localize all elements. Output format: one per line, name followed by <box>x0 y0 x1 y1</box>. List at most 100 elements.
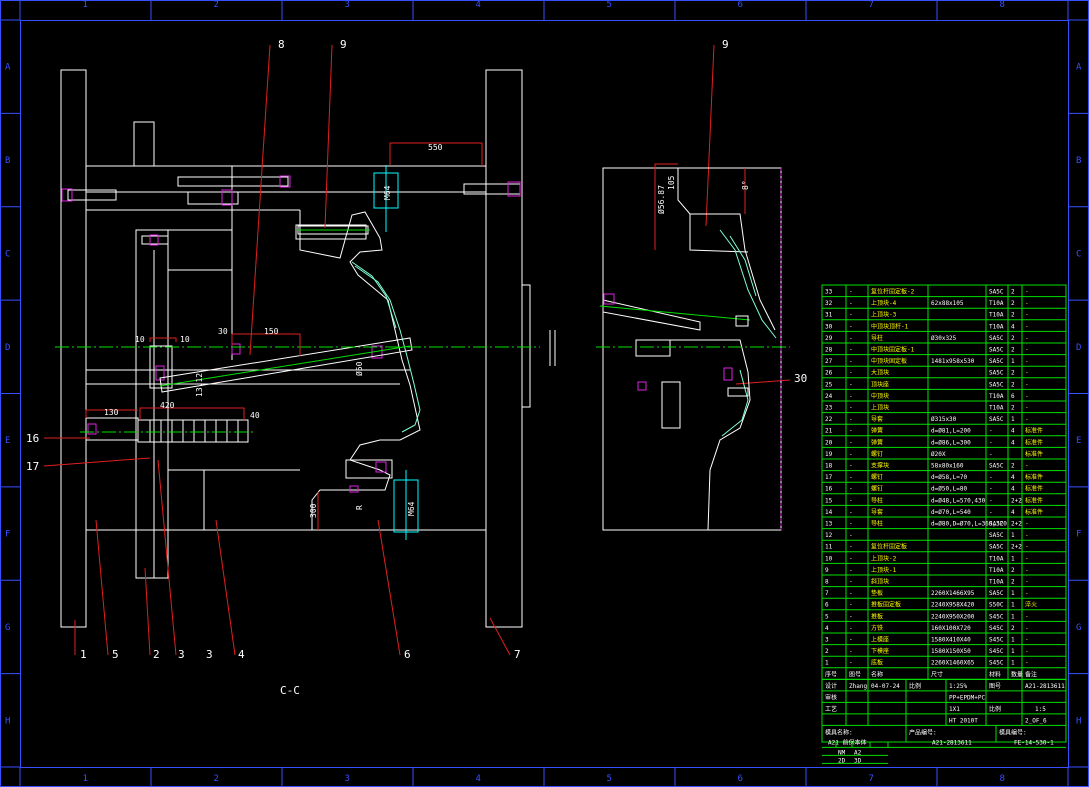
bom-cell: 2 <box>1011 347 1015 354</box>
row-label-right: A <box>1076 63 1082 73</box>
bom-cell: 标准件 <box>1025 438 1043 446</box>
bom-cell: - <box>849 509 853 516</box>
bom-cell: - <box>1025 532 1029 539</box>
bom-cell: - <box>989 439 993 446</box>
title-cell: 2_OF_6 <box>1025 717 1047 724</box>
bom-cell: - <box>1025 613 1029 620</box>
row-label-right: F <box>1076 530 1081 540</box>
bom-cell: 推板 <box>871 612 883 620</box>
bom-cell: - <box>1025 625 1029 632</box>
bom-cell: 1 <box>1011 602 1015 609</box>
title-extra: A2 <box>854 749 862 756</box>
bom-cell: T10A <box>989 300 1004 307</box>
bom-cell: 下模座 <box>871 647 889 655</box>
dim-m64-bottom: M64 <box>407 501 416 516</box>
bom-cell: 28 <box>825 347 833 354</box>
bom-cell: 13 <box>825 521 833 528</box>
dim-m64-top: M64 <box>383 185 392 200</box>
dimension-annotations: 550 M64 M64 30 150 10 10 420 130 40 13.1… <box>85 142 483 530</box>
bom-cell: 2 <box>1011 567 1015 574</box>
mold-name: A21 前保本体 <box>828 738 866 746</box>
bom-cell: SA5C <box>989 335 1004 342</box>
bom-cell: 21 <box>825 428 833 435</box>
col-label-bottom: 2 <box>214 774 219 784</box>
bom-cell: 2 <box>1011 312 1015 319</box>
bom-cell: - <box>989 509 993 516</box>
bom-cell: 1 <box>1011 555 1015 562</box>
bom-cell: 标准件 <box>1025 427 1043 435</box>
bom-cell: - <box>849 439 853 446</box>
title-cell: 工艺 <box>825 705 837 713</box>
dim-300: 300 <box>309 503 318 518</box>
bom-cell: 标准件 <box>1025 473 1043 481</box>
bom-cell: SA5C <box>989 358 1004 365</box>
mold-no-label: 模具编号: <box>999 728 1027 736</box>
bom-cell: S45C <box>989 648 1004 655</box>
balloon-1: 1 <box>80 648 87 661</box>
col-label-top: 8 <box>1000 0 1005 10</box>
bom-cell: - <box>849 416 853 423</box>
bom-cell: - <box>849 300 853 307</box>
title-extra: 2D <box>838 757 846 764</box>
bom-cell: 12 <box>825 532 833 539</box>
bom-cell: - <box>1025 567 1029 574</box>
main-section-view <box>55 69 540 628</box>
bom-cell: 中顶块 <box>871 392 889 400</box>
bom-cell: - <box>1025 544 1029 551</box>
bom-cell: SA5C <box>989 521 1004 528</box>
bom-cell: 1 <box>1011 358 1015 365</box>
col-label-top: 7 <box>869 0 874 10</box>
bom-cell: SA5C <box>989 289 1004 296</box>
dim-30: 30 <box>218 327 228 336</box>
balloon-6: 6 <box>404 648 411 661</box>
bom-cell: - <box>1025 393 1029 400</box>
bom-cell: 16 <box>825 486 833 493</box>
bom-cell: 4 <box>1011 439 1015 446</box>
bom-cell: 32 <box>825 300 833 307</box>
bom-cell: - <box>1025 405 1029 412</box>
bom-cell: 31 <box>825 312 833 319</box>
row-label-right: D <box>1076 343 1081 353</box>
row-label-left: C <box>5 249 10 259</box>
bom-cell: - <box>849 660 853 667</box>
row-label-right: G <box>1076 623 1081 633</box>
title-cell: 04-07-24 <box>871 683 900 690</box>
bom-cell: 中顶块固定板-1 <box>871 346 915 354</box>
bom-cell: SA5C <box>989 370 1004 377</box>
bom-cell: 1 <box>1011 648 1015 655</box>
row-label-left: D <box>5 343 10 353</box>
bom-cell: 1 <box>1011 660 1015 667</box>
dim-13-12: 13.12 <box>195 373 204 397</box>
bom-cell: - <box>849 347 853 354</box>
bom-cell: S50C <box>989 602 1004 609</box>
product-no: A21-2813611 <box>932 739 972 746</box>
dim-130: 130 <box>104 408 119 417</box>
bom-cell: - <box>849 590 853 597</box>
bom-cell: 1 <box>1011 532 1015 539</box>
title-cell: 1X1 <box>949 706 960 713</box>
bom-cell: 上顶块-4 <box>871 299 897 307</box>
bom-cell: 标准件 <box>1025 508 1043 516</box>
bom-cell: 1 <box>1011 637 1015 644</box>
col-label-bottom: 5 <box>607 774 612 784</box>
bom-cell: - <box>849 335 853 342</box>
bom-cell: 5 <box>825 613 829 620</box>
bom-cell: Ø20X <box>931 451 946 458</box>
bom-header-cell: 材料 <box>989 670 1001 678</box>
bom-cell: - <box>1025 300 1029 307</box>
col-label-bottom: 6 <box>738 774 743 784</box>
title-cell: PP+EPDM+PC <box>949 694 986 701</box>
